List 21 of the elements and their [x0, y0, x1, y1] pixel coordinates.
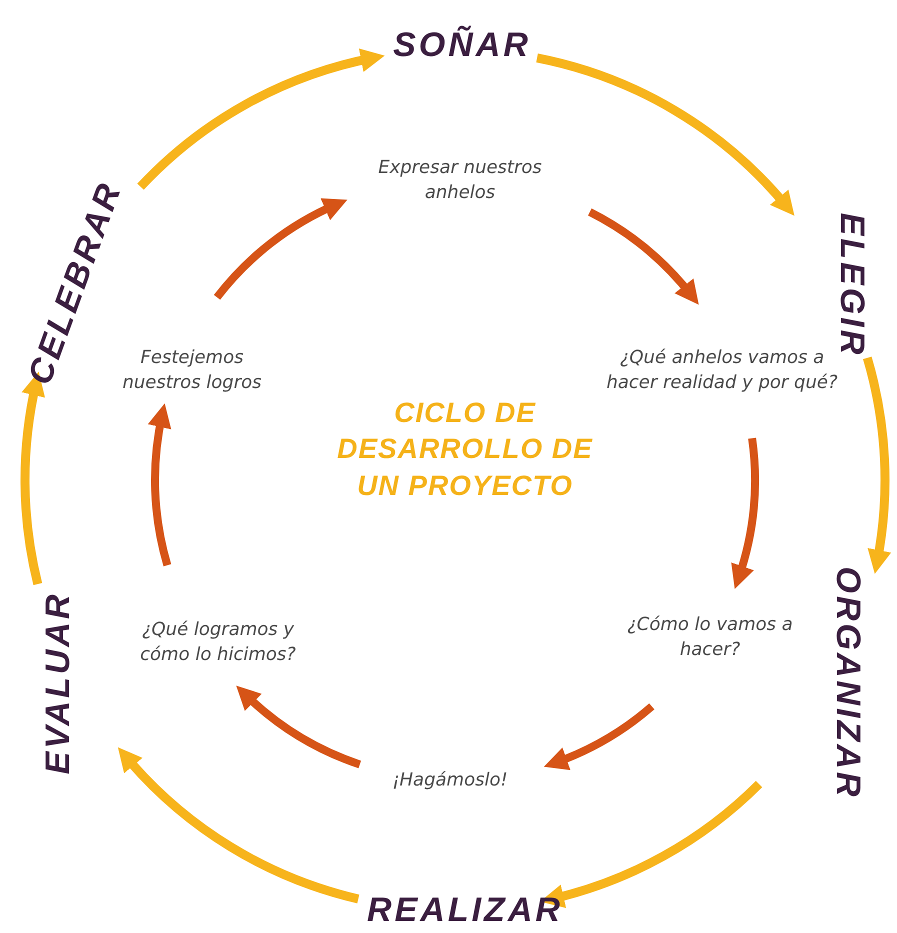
curved-arrow — [236, 686, 362, 768]
curved-arrow — [536, 54, 795, 216]
step-text: ¿Qué logramos y cómo lo hicimos? — [139, 618, 297, 667]
step-text: Expresar nuestros anhelos — [377, 156, 543, 205]
stage-label: EVALUAR — [41, 592, 75, 774]
curved-arrow — [588, 208, 700, 304]
curved-arrow — [214, 199, 348, 300]
curved-arrow — [148, 403, 172, 566]
curved-arrow — [862, 356, 891, 574]
curved-arrow — [117, 748, 360, 904]
curved-arrow — [730, 438, 759, 590]
diagram-title: CICLO DE DESARROLLO DE UN PROYECTO — [336, 396, 594, 503]
step-text: Festejemos nuestros logros — [121, 346, 263, 395]
curved-arrow — [137, 49, 385, 190]
curved-arrow — [20, 371, 46, 585]
step-text: ¿Cómo lo vamos a hacer? — [626, 612, 794, 662]
curved-arrow — [544, 703, 654, 770]
stage-label: REALIZAR — [367, 893, 563, 927]
stage-label: SOÑAR — [393, 28, 531, 62]
stage-label: ORGANIZAR — [831, 566, 865, 800]
step-text: ¡Hagámoslo! — [391, 768, 509, 792]
